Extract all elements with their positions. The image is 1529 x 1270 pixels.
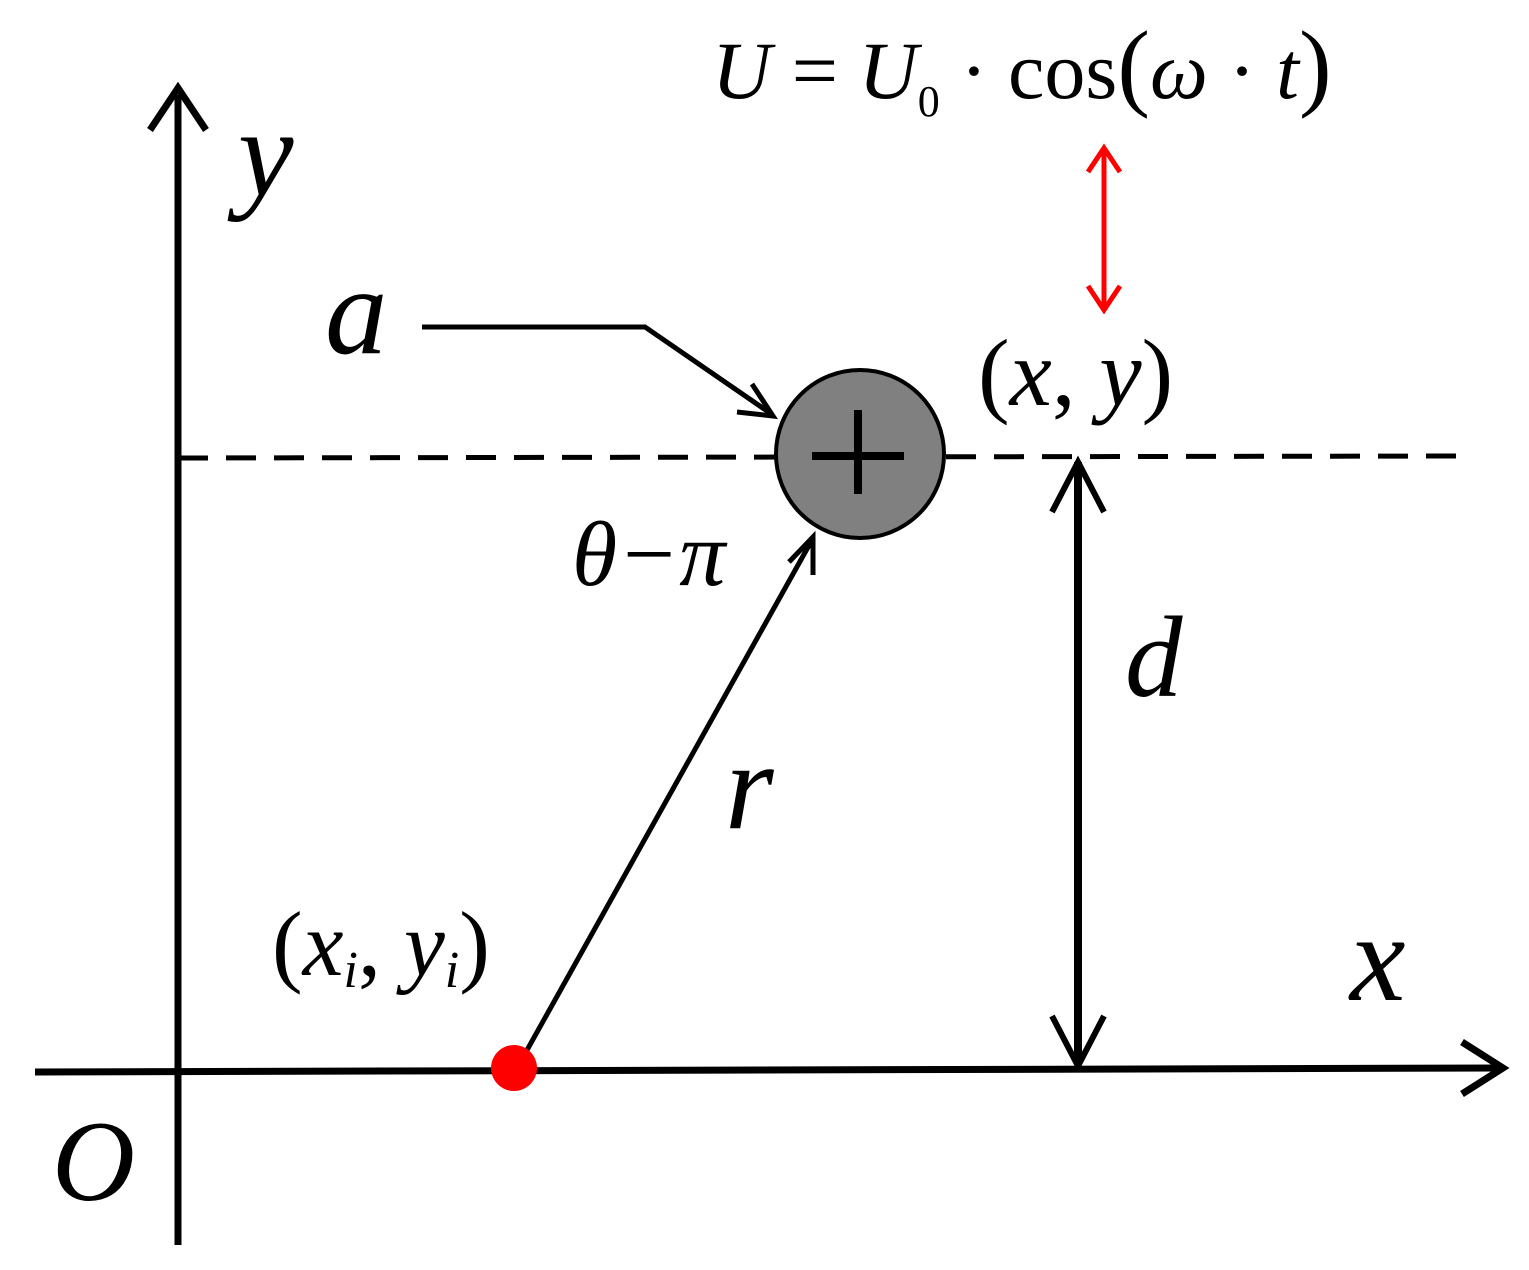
- source-point-close-paren: ): [459, 893, 490, 995]
- equation-t: t: [1276, 25, 1301, 116]
- wire-point-separator: ,: [1052, 320, 1100, 426]
- wire-point-open-paren: (: [978, 320, 1010, 426]
- x-axis: [34, 1064, 1501, 1076]
- source-point-y-subscript: i: [445, 942, 459, 999]
- source-point-x-subscript: i: [343, 942, 357, 999]
- x-axis-label: x: [1348, 890, 1405, 1028]
- equation-omega: ω: [1150, 25, 1208, 116]
- y-axis-arrowhead: [147, 81, 209, 132]
- source-point-x: x: [301, 893, 344, 995]
- y-axis-label: y: [227, 85, 294, 223]
- equation-lhs: U: [712, 25, 776, 116]
- source-point: [491, 1045, 537, 1091]
- r-vector-arrowhead: [787, 530, 816, 575]
- oscillation-arrowhead-bottom: [1085, 284, 1123, 315]
- wire-point-y: y: [1091, 320, 1142, 426]
- equation-cos: cos: [1008, 25, 1117, 116]
- radius-leader-arrowhead: [736, 382, 779, 420]
- equation-close-paren: ): [1299, 12, 1332, 120]
- distance-label: d: [1125, 594, 1183, 721]
- x-axis-arrowhead: [1460, 1039, 1510, 1097]
- equation-amplitude-subscript: 0: [918, 77, 940, 126]
- oscillation-arrowhead-top: [1085, 143, 1123, 174]
- wire-point-x: x: [1008, 320, 1052, 426]
- oscillation-equation: U = U0 · cos(ω · t): [712, 12, 1332, 126]
- angle-label: θ−π: [572, 503, 728, 605]
- r-vector-line: [514, 538, 815, 1070]
- equation-open-paren: (: [1117, 12, 1150, 120]
- source-point-separator: ,: [358, 893, 404, 995]
- equation-dot-1: ·: [940, 25, 1008, 116]
- radius-leader-line: [422, 324, 772, 416]
- equation-dot-2: ·: [1208, 25, 1276, 116]
- wire-point-label: (x, y): [978, 320, 1173, 426]
- vector-label: r: [725, 718, 775, 856]
- radius-label: a: [325, 243, 388, 381]
- source-point-label: (xi, yi): [272, 893, 490, 999]
- d-dimension-arrowhead-bottom: [1049, 1014, 1107, 1073]
- d-dimension-arrowhead-top: [1049, 455, 1107, 514]
- source-point-open-paren: (: [272, 893, 303, 995]
- origin-label: O: [52, 1098, 135, 1225]
- equation-amplitude: U: [858, 25, 922, 116]
- equation-equals: =: [771, 25, 858, 116]
- source-point-y: y: [396, 893, 445, 995]
- wire-point-close-paren: ): [1141, 320, 1173, 426]
